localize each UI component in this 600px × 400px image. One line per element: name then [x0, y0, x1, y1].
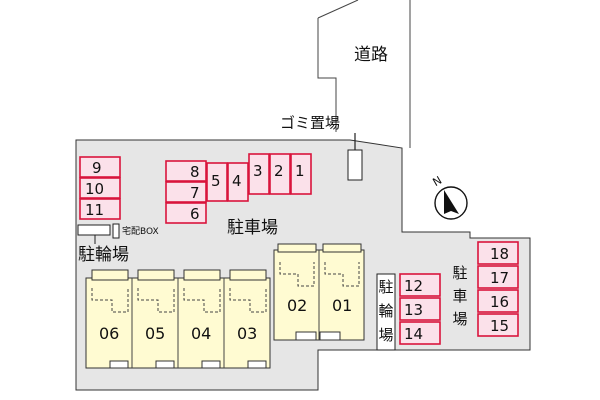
- parking-right-char: 車: [452, 287, 467, 305]
- parking-number: 8: [190, 163, 200, 181]
- parking-number: 9: [92, 159, 102, 177]
- parking-group-top-left: 8 7 6: [165, 160, 207, 224]
- parking-number: 16: [490, 293, 509, 311]
- bicycle-mid-char: 輪: [378, 302, 393, 320]
- parking-slot: [165, 181, 207, 203]
- road: [317, 0, 411, 148]
- garbage-label: ゴミ置場: [280, 114, 340, 132]
- parking-number: 6: [190, 205, 200, 223]
- unit-number: 01: [332, 296, 352, 315]
- parking-slot: [79, 198, 121, 220]
- parking-number: 1: [295, 162, 305, 180]
- parking-number: 3: [253, 162, 263, 180]
- parking-slot: [477, 289, 519, 313]
- north-label: N: [431, 174, 445, 189]
- parking-number: 18: [490, 245, 509, 263]
- unit-number: 02: [287, 296, 307, 315]
- parking-number: 15: [490, 317, 509, 335]
- parking-center-label: 駐車場: [227, 218, 278, 238]
- unit-number: 05: [145, 324, 165, 343]
- parking-slot: [79, 156, 121, 178]
- parking-slot: [477, 241, 519, 265]
- delivery-box-label: 宅配BOX: [122, 225, 159, 237]
- parking-right-char: 場: [452, 310, 467, 328]
- parking-number: 4: [232, 172, 242, 190]
- building-back: [273, 243, 365, 341]
- parking-group-right: 18 17 16 15: [477, 241, 519, 337]
- delivery-box: [112, 223, 120, 239]
- parking-number: 2: [274, 162, 284, 180]
- parking-number: 7: [190, 184, 200, 202]
- parking-number: 17: [490, 269, 509, 287]
- parking-slot: [477, 313, 519, 337]
- parking-slot: [206, 162, 228, 202]
- parking-slot: [248, 153, 270, 195]
- parking-slot: [399, 321, 441, 345]
- parking-slot: [477, 265, 519, 289]
- parking-slot: [269, 153, 291, 195]
- parking-number: 11: [85, 201, 104, 219]
- unit-number: 04: [191, 324, 211, 343]
- parking-number: 13: [404, 301, 423, 319]
- parking-slot: [227, 162, 249, 202]
- parking-number: 14: [404, 325, 423, 343]
- parking-group-top-row: 3 2 1: [248, 153, 312, 195]
- delivery-box-shelter: [77, 224, 111, 236]
- parking-slot: [399, 273, 441, 297]
- bicycle-mid-char: 駐: [378, 278, 393, 296]
- parking-right-char: 駐: [452, 264, 467, 282]
- parking-number: 5: [211, 172, 221, 190]
- bicycle-mid-area: [376, 273, 396, 351]
- parking-slot: [165, 202, 207, 224]
- parking-slot: [79, 177, 121, 199]
- parking-number: 10: [85, 180, 104, 198]
- parking-slot: [399, 297, 441, 321]
- parking-slot: [290, 153, 312, 195]
- parking-slot: [165, 160, 207, 182]
- parking-group-mid: 12 13 14: [399, 273, 441, 345]
- bicycle-mid-char: 場: [378, 326, 393, 344]
- north-compass-icon: [434, 186, 468, 220]
- garbage-station: [347, 149, 363, 181]
- bicycle-left-label: 駐輪場: [78, 245, 129, 265]
- parking-group-left: 9 10 11: [79, 156, 121, 220]
- road-label: 道路: [354, 45, 388, 65]
- building-front: [85, 269, 271, 369]
- parking-group-top-mid: 5 4: [206, 162, 249, 202]
- unit-number: 03: [237, 324, 257, 343]
- unit-number: 06: [99, 324, 119, 343]
- parking-number: 12: [404, 277, 423, 295]
